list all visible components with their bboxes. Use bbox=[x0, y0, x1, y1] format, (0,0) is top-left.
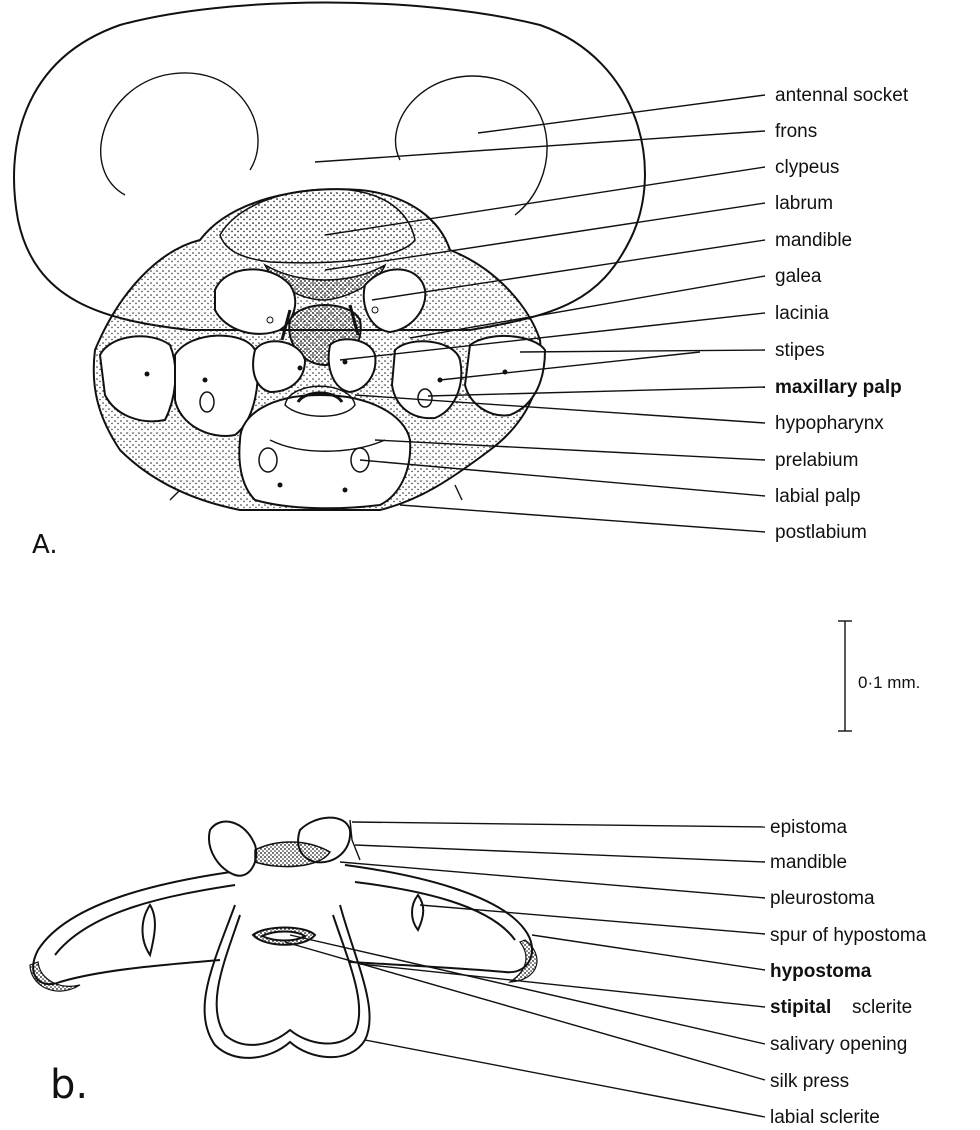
figure-b-head-drawing bbox=[30, 818, 537, 1058]
label-lacinia: lacinia bbox=[775, 303, 829, 324]
label-mandible-a: mandible bbox=[775, 230, 852, 251]
label-labial-sclerite: labial sclerite bbox=[770, 1107, 880, 1128]
label-postlabium: postlabium bbox=[775, 522, 867, 543]
label-labial-palp: labial palp bbox=[775, 486, 861, 507]
label-labrum: labrum bbox=[775, 193, 833, 214]
label-spur-of-hypostoma: spur of hypostoma bbox=[770, 925, 927, 946]
label-silk-press: silk press bbox=[770, 1071, 849, 1092]
label-mandible-b: mandible bbox=[770, 852, 847, 873]
scale-bar-label: 0·1 mm. bbox=[858, 673, 920, 692]
label-hypostoma: hypostoma bbox=[770, 961, 872, 982]
label-pleurostoma: pleurostoma bbox=[770, 888, 875, 909]
label-salivary-opening: salivary opening bbox=[770, 1034, 907, 1055]
label-hypopharynx: hypopharynx bbox=[775, 413, 884, 434]
label-maxillary-palp: maxillary palp bbox=[775, 377, 902, 398]
label-stipital: stipital bbox=[770, 997, 831, 1018]
label-epistoma: epistoma bbox=[770, 817, 848, 838]
figure-a-head-drawing bbox=[14, 3, 645, 511]
figure-b-labels: epistoma mandible pleurostoma spur of hy… bbox=[50, 817, 927, 1128]
scale-bar: 0·1 mm. bbox=[838, 621, 920, 731]
label-galea: galea bbox=[775, 266, 822, 287]
label-frons: frons bbox=[775, 121, 817, 142]
label-sclerite: sclerite bbox=[852, 997, 912, 1018]
panel-letter-a: A. bbox=[32, 530, 58, 560]
label-stipes: stipes bbox=[775, 340, 825, 361]
panel-letter-b: b. bbox=[50, 1062, 88, 1108]
label-antennal-socket: antennal socket bbox=[775, 85, 909, 106]
label-clypeus: clypeus bbox=[775, 157, 839, 178]
label-prelabium: prelabium bbox=[775, 450, 858, 471]
